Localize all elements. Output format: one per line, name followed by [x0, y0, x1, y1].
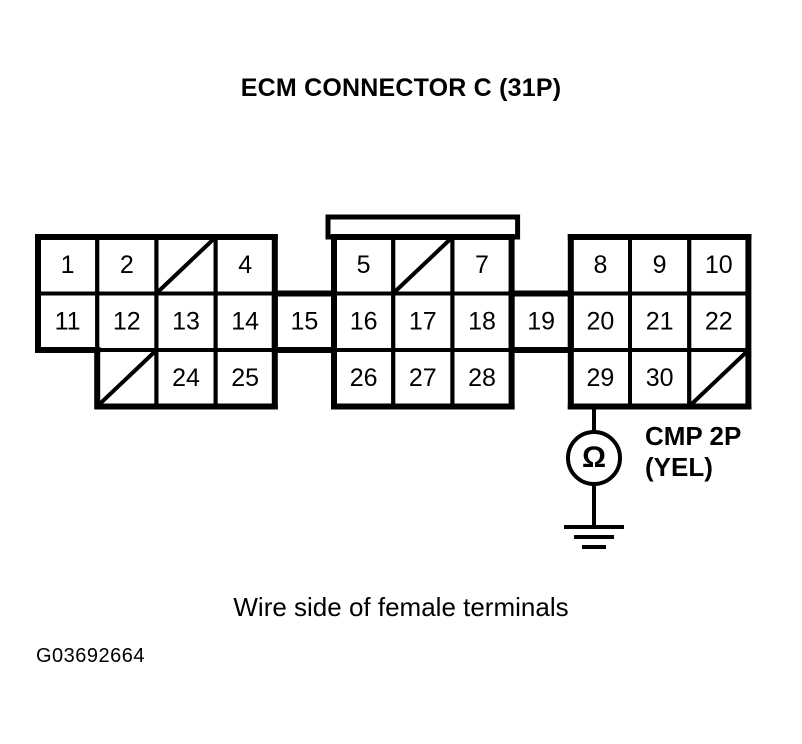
- connector-cell-blank: [391, 235, 455, 296]
- left-body-mask: [30, 351, 98, 415]
- pin-number: 27: [409, 364, 437, 392]
- connector-cell-blank: [154, 235, 218, 296]
- middle-body-tab: [325, 214, 521, 240]
- ohm-icon: Ω: [582, 441, 606, 474]
- pin-number: 19: [527, 307, 555, 335]
- pin-number: 24: [172, 364, 200, 392]
- pin-number: 26: [350, 364, 378, 392]
- pin-number: 28: [468, 364, 496, 392]
- pin-number: 4: [238, 251, 252, 279]
- pin-number: 11: [55, 307, 81, 335]
- diagram-caption: Wire side of female terminals: [233, 592, 569, 622]
- pin-number: 15: [290, 307, 318, 335]
- pin-number: 14: [231, 307, 259, 335]
- terminal-lead-group: [564, 404, 624, 549]
- pin-number: 25: [231, 364, 259, 392]
- pin-number: 2: [120, 251, 134, 279]
- pin-number: 22: [705, 307, 733, 335]
- pin-number: 18: [468, 307, 496, 335]
- bridge-cell-outline: [271, 290, 337, 353]
- left-body-notch-restore: [35, 347, 101, 410]
- pin-number: 10: [705, 251, 733, 279]
- pin-number: 13: [172, 307, 200, 335]
- reference-code: G03692664: [36, 645, 146, 667]
- pin-number: 1: [61, 251, 75, 279]
- connector-grid: [30, 214, 752, 415]
- pin-number: 8: [593, 251, 607, 279]
- pin-number: 17: [409, 307, 437, 335]
- pin-number: 21: [646, 307, 674, 335]
- pin-number: 5: [357, 251, 371, 279]
- pin-number: 29: [586, 364, 614, 392]
- pin-number: 12: [113, 307, 141, 335]
- page-title: ECM CONNECTOR C (31P): [240, 74, 562, 102]
- pin-number: 7: [475, 251, 489, 279]
- cmp-wire-color: (YEL): [645, 451, 713, 482]
- pin-number: 20: [586, 307, 614, 335]
- pin-number: 9: [653, 251, 667, 279]
- connector-cell-blank: [687, 348, 751, 409]
- cmp-connector-label: CMP 2P (YEL): [645, 421, 741, 482]
- pin-number: 16: [350, 307, 378, 335]
- connector-cell-blank: [95, 348, 159, 409]
- cmp-name: CMP 2P: [645, 421, 742, 451]
- pin-number: 30: [646, 364, 674, 392]
- bridge-cell-outline: [508, 290, 574, 353]
